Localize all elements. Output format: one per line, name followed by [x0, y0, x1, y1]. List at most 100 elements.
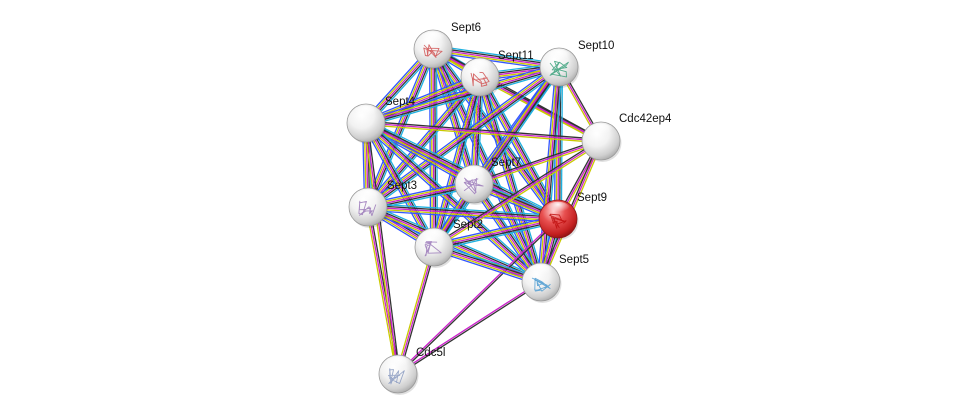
node-highlight — [421, 31, 445, 46]
edge-evidence-line — [399, 247, 437, 375]
edge-evidence-line — [364, 63, 559, 121]
node-highlight — [546, 201, 570, 216]
node-sept11[interactable]: Sept11 — [460, 50, 534, 98]
edge-evidence-line — [428, 49, 432, 248]
edge-evidence-line — [435, 77, 483, 248]
edge-sept11-sept2 — [430, 75, 484, 249]
edge-evidence-line — [366, 69, 561, 127]
edge-evidence-line — [363, 125, 540, 285]
node-label: Sept7 — [491, 157, 521, 169]
edge-evidence-line — [368, 204, 542, 282]
edge-evidence-line — [434, 48, 437, 247]
node-sept6[interactable]: Sept6 — [413, 22, 481, 70]
node-sept2[interactable]: Sept2 — [414, 219, 483, 268]
edge-evidence-line — [476, 78, 556, 221]
edge-evidence-line — [431, 76, 479, 247]
edge-evidence-line — [368, 77, 482, 209]
edge-evidence-line — [366, 121, 543, 282]
node-highlight — [386, 356, 410, 371]
edge-evidence-line — [481, 76, 544, 282]
edge-sept9-sept2 — [433, 215, 559, 251]
node-label: Sept6 — [451, 22, 481, 34]
edge-evidence-line — [363, 123, 397, 375]
node-label: Sept10 — [578, 40, 614, 52]
edge-evidence-line — [430, 75, 478, 247]
node-label: Sept11 — [498, 50, 534, 62]
node-sept3[interactable]: Sept3 — [348, 180, 417, 228]
edge-evidence-line — [366, 120, 602, 140]
edge-sept10-sept4 — [364, 63, 561, 127]
edge-evidence-line — [367, 122, 401, 374]
edge-evidence-line — [363, 123, 434, 249]
edge-evidence-line — [478, 77, 601, 144]
edge-evidence-line — [365, 207, 397, 375]
edge-evidence-line — [370, 50, 437, 209]
protein-structure-icon — [470, 71, 490, 87]
node-cdc42ep4[interactable]: Cdc42ep4 — [581, 113, 672, 162]
edge-evidence-line — [365, 66, 560, 124]
edge-evidence-line — [433, 216, 558, 246]
protein-structure-icon — [358, 200, 377, 217]
edge-sept5-cdc5l — [397, 280, 542, 376]
protein-structure-icon — [424, 241, 442, 257]
node-sept5[interactable]: Sept5 — [521, 254, 589, 303]
node-sept4[interactable]: Sept4 — [346, 96, 416, 144]
edge-evidence-line — [433, 218, 559, 248]
edge-evidence-line — [368, 202, 559, 217]
edge-evidence-line — [436, 68, 563, 250]
edge-evidence-line — [369, 203, 543, 280]
edge-evidence-line — [473, 138, 601, 184]
node-label: Cdc42ep4 — [619, 113, 672, 125]
edge-evidence-line — [366, 68, 560, 126]
edge-evidence-line — [367, 208, 558, 222]
edge-evidence-line — [365, 64, 559, 122]
node-highlight — [462, 166, 486, 181]
node-label: Sept2 — [453, 219, 483, 231]
edge-evidence-line — [364, 123, 541, 284]
edge-evidence-line — [540, 66, 560, 283]
edge-evidence-line — [368, 121, 438, 246]
protein-structure-icon — [531, 277, 551, 292]
node-sept9[interactable]: Sept9 — [538, 192, 607, 240]
edge-evidence-line — [432, 139, 601, 247]
edge-sept2-cdc5l — [395, 246, 437, 375]
edge-evidence-line — [433, 46, 560, 66]
node-label: Sept9 — [577, 192, 607, 204]
edge-evidence-line — [398, 219, 560, 376]
edge-evidence-line — [365, 122, 602, 142]
node-highlight — [589, 123, 613, 138]
edge-sept4-sept5 — [363, 120, 544, 285]
node-sept7[interactable]: Sept7 — [454, 157, 521, 205]
edge-evidence-line — [432, 48, 560, 68]
edge-evidence-line — [473, 140, 602, 185]
node-cdc5l[interactable]: Cdc5l — [378, 347, 445, 395]
edge-evidence-line — [365, 124, 601, 144]
node-sept10[interactable]: Sept10 — [539, 40, 614, 88]
protein-structure-icon — [423, 44, 443, 58]
edge-evidence-line — [366, 121, 437, 247]
edge-sept4-cdc5l — [363, 122, 401, 375]
edge-sept2-cdc42ep4 — [432, 139, 603, 249]
edge-evidence-line — [398, 282, 542, 376]
edge-evidence-line — [434, 141, 603, 249]
node-label: Sept4 — [385, 96, 416, 108]
edge-evidence-line — [367, 209, 558, 224]
edge-evidence-line — [433, 215, 558, 245]
edge-evidence-line — [433, 76, 481, 248]
node-highlight — [529, 264, 553, 279]
protein-structure-icon — [548, 213, 567, 229]
edge-evidence-line — [474, 141, 602, 187]
edge-evidence-line — [473, 183, 542, 283]
edge-evidence-line — [368, 204, 559, 218]
edge-evidence-line — [435, 48, 439, 247]
node-label: Sept5 — [559, 254, 589, 266]
node-highlight — [354, 105, 378, 120]
protein-structure-icon — [387, 368, 405, 385]
edge-evidence-line — [434, 221, 559, 251]
edge-sept6-sept2 — [428, 48, 439, 248]
node-label: Cdc5l — [416, 347, 445, 359]
node-highlight — [468, 59, 492, 74]
edge-evidence-line — [479, 76, 542, 283]
